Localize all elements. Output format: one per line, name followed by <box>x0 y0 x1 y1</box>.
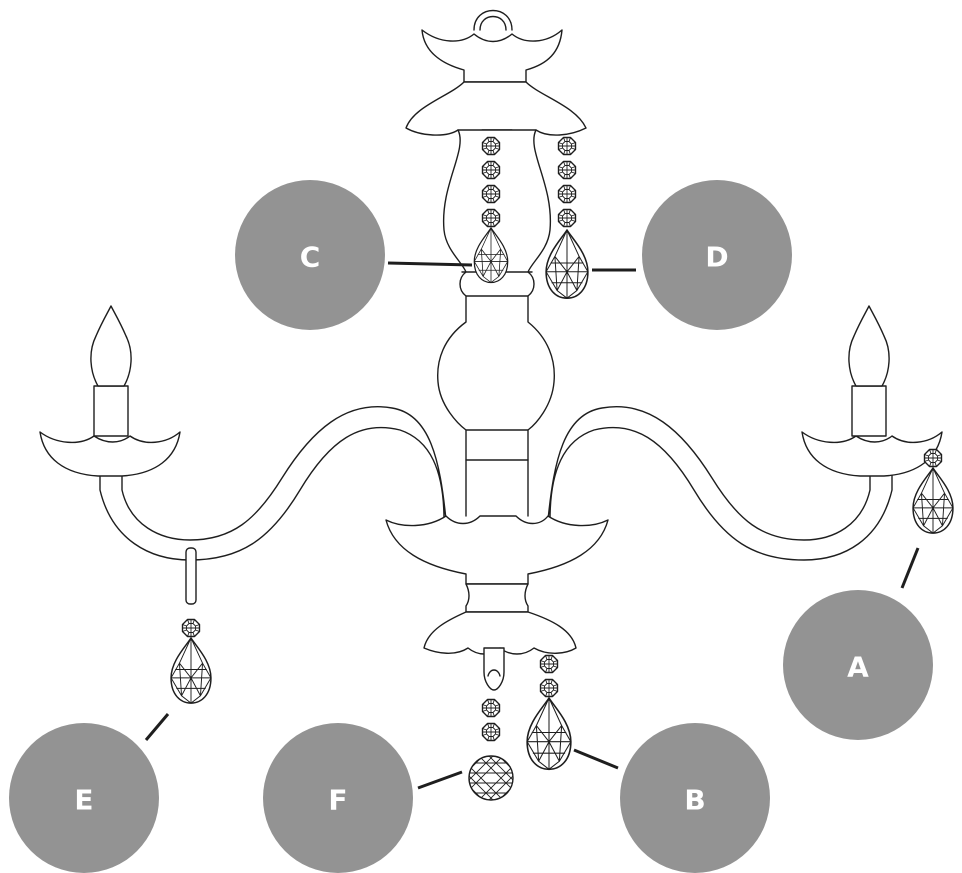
octagon-crystal-bead-icon <box>539 678 559 698</box>
octagon-crystal-bead-icon <box>481 136 501 156</box>
label-f: F <box>328 784 347 817</box>
teardrop-crystal-pendant-icon <box>912 467 954 534</box>
octagon-crystal-bead-icon <box>481 160 501 180</box>
crystal-strand-e <box>170 618 212 704</box>
label-b: B <box>684 784 705 817</box>
leader-line-e <box>144 713 170 741</box>
crystal-ball-pendant-icon <box>451 748 531 818</box>
crystal-strand-d <box>545 136 589 299</box>
central-bowl <box>385 515 609 585</box>
label-bubble-e: E <box>9 723 159 873</box>
octagon-crystal-bead-icon <box>481 208 501 228</box>
teardrop-crystal-pendant-icon <box>526 697 572 771</box>
octagon-crystal-bead-icon <box>539 654 559 674</box>
octagon-crystal-bead-icon <box>181 618 201 638</box>
right-candle <box>848 305 890 387</box>
label-a: A <box>847 651 869 684</box>
arm-ring-left <box>185 547 197 605</box>
octagon-crystal-bead-icon <box>557 136 577 156</box>
label-bubble-c: C <box>235 180 385 330</box>
octagon-crystal-bead-icon <box>557 208 577 228</box>
finial <box>483 647 505 691</box>
top-canopy <box>421 29 563 83</box>
upper-shade <box>405 81 587 136</box>
left-bobeche <box>39 431 181 477</box>
leader-line-a <box>900 547 920 589</box>
leader-line-f <box>417 770 463 790</box>
crystal-strand-f <box>451 698 531 819</box>
chandelier-frame <box>39 9 943 691</box>
label-e: E <box>74 784 93 817</box>
octagon-crystal-bead-icon <box>557 184 577 204</box>
upper-stem <box>437 129 555 461</box>
label-bubble-d: D <box>642 180 792 330</box>
octagon-crystal-bead-icon <box>923 448 943 468</box>
leader-line-b <box>573 748 619 770</box>
leader-lines <box>144 261 920 790</box>
label-bubble-b: B <box>620 723 770 873</box>
label-bubble-a: A <box>783 590 933 740</box>
octagon-crystal-bead-icon <box>481 698 501 718</box>
left-candle <box>90 305 132 387</box>
label-bubble-f: F <box>263 723 413 873</box>
leader-line-c <box>387 261 473 267</box>
right-bobeche <box>801 431 943 477</box>
octagon-crystal-bead-icon <box>557 160 577 180</box>
hanging-ring <box>473 9 513 31</box>
label-d: D <box>705 241 728 274</box>
octagon-crystal-bead-icon <box>481 184 501 204</box>
octagon-crystal-bead-icon <box>481 722 501 742</box>
label-c: C <box>300 241 321 274</box>
teardrop-crystal-pendant-icon <box>170 637 212 704</box>
teardrop-crystal-pendant-icon <box>545 229 589 299</box>
crystal-strand-b <box>526 654 572 771</box>
